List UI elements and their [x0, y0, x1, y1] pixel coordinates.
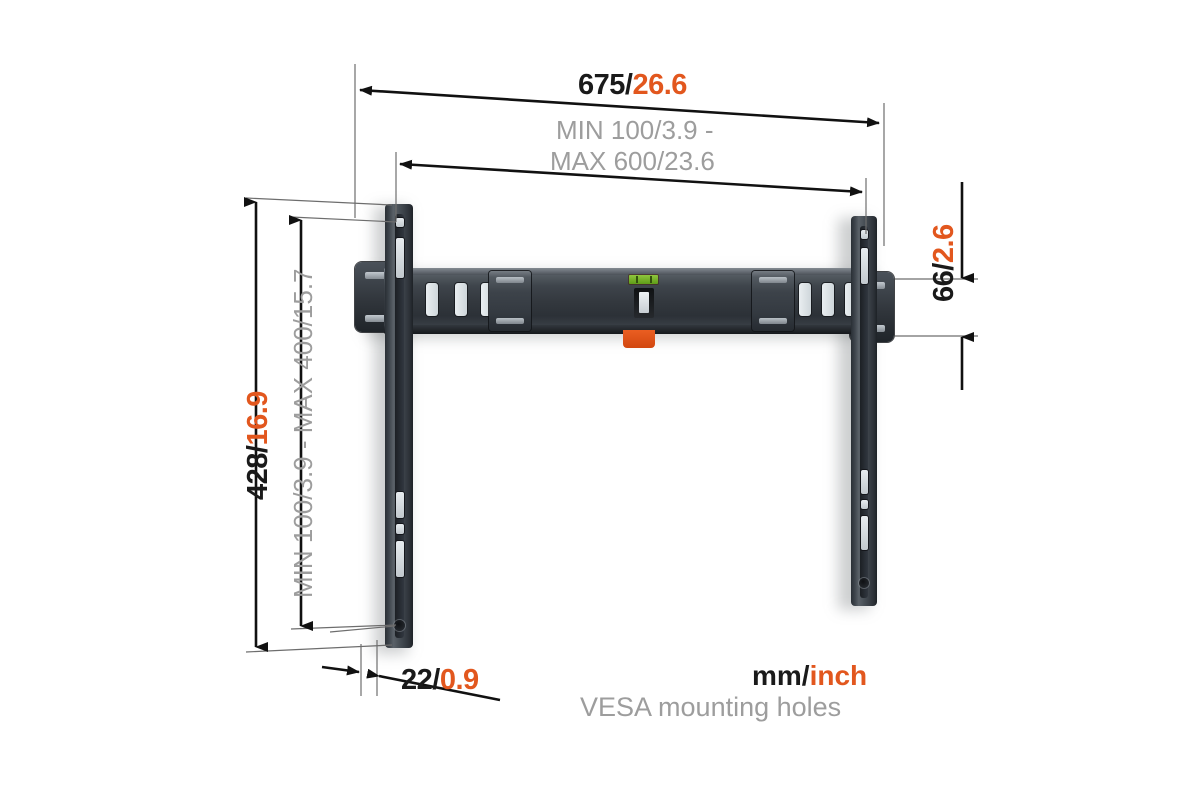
center-window-insert [639, 292, 649, 313]
vesa-hole-right-lower [861, 500, 868, 509]
legend-units-inch: inch [809, 660, 868, 691]
rail-bottom-edge [384, 325, 862, 334]
label-thickness-sep: / [432, 664, 440, 696]
ext-line-height-top [245, 197, 393, 206]
label-depth-inch: 2.6 [928, 224, 960, 264]
label-depth: 66/2.6 [928, 224, 960, 302]
rail-clamp-right-tab-top [759, 277, 787, 283]
legend-units-mm: mm [752, 660, 802, 691]
vesa-hole-left-bottom-round [394, 620, 405, 631]
label-width-total-sep: / [624, 69, 633, 101]
label-width-total-mm: 675 [578, 69, 625, 101]
vesa-slot-right-bottom [861, 516, 868, 550]
rail-clamp-left-tab-bottom [496, 318, 524, 324]
label-depth-sep: / [928, 263, 960, 271]
vesa-slot-left-bottom [396, 541, 404, 577]
label-height-total-inch: 16.9 [242, 391, 274, 446]
legend-units: mm/inch [752, 662, 867, 690]
vesa-hole-left-lower [396, 524, 404, 534]
label-width-total-inch: 26.6 [632, 69, 687, 101]
vertical-strut-left-channel [395, 214, 404, 638]
ext-line-height-bottom [245, 644, 393, 653]
vesa-slot-right-mid [861, 470, 868, 494]
label-thickness: 22/0.9 [401, 666, 479, 695]
dim-line-thickness-left [321, 665, 360, 676]
rail-top-edge [384, 268, 862, 275]
vesa-slot-left-mid [396, 492, 404, 518]
bubble-level-mark-left [636, 276, 638, 283]
label-vesa-horizontal-line2: MAX 600/23.6 [550, 146, 715, 176]
vesa-slot-right-upper [861, 248, 868, 284]
rail-clamp-right-tab-bottom [759, 318, 787, 324]
vertical-strut-right-channel [860, 226, 868, 598]
label-height-total-mm: 428 [242, 453, 274, 500]
vesa-slot-left-upper [396, 238, 404, 278]
label-vesa-vertical: MIN 100/3.9 - MAX 400/15.7 [288, 268, 318, 598]
label-height-total: 428/16.9 [242, 391, 274, 500]
vesa-hole-right-bottom-round [859, 578, 869, 588]
label-thickness-mm: 22 [401, 664, 433, 696]
wall-plate-left-pin-top [365, 272, 391, 279]
label-vesa-horizontal-line1: MIN 100/3.9 - [556, 115, 714, 145]
label-height-total-sep: / [242, 445, 274, 454]
label-thickness-inch: 0.9 [439, 664, 479, 696]
bubble-level-mark-right [650, 276, 652, 283]
legend-units-sep: / [801, 660, 810, 691]
rail-clamp-left-tab-top [496, 277, 524, 283]
bubble-level-vial [629, 275, 658, 284]
legend-vesa-note: VESA mounting holes [580, 692, 842, 722]
vesa-slot-left-2 [455, 283, 467, 316]
vesa-hole-left-top [396, 218, 404, 227]
center-release-tab [623, 330, 655, 348]
label-depth-mm: 66 [928, 270, 960, 302]
vesa-slot-left-1 [426, 283, 438, 316]
label-width-total: 675/26.6 [578, 71, 687, 100]
vesa-slot-right-2 [822, 283, 834, 316]
vesa-slot-right-1 [799, 283, 811, 316]
wall-plate-left-pin-bottom [365, 315, 391, 322]
vesa-hole-right-top [861, 230, 868, 239]
